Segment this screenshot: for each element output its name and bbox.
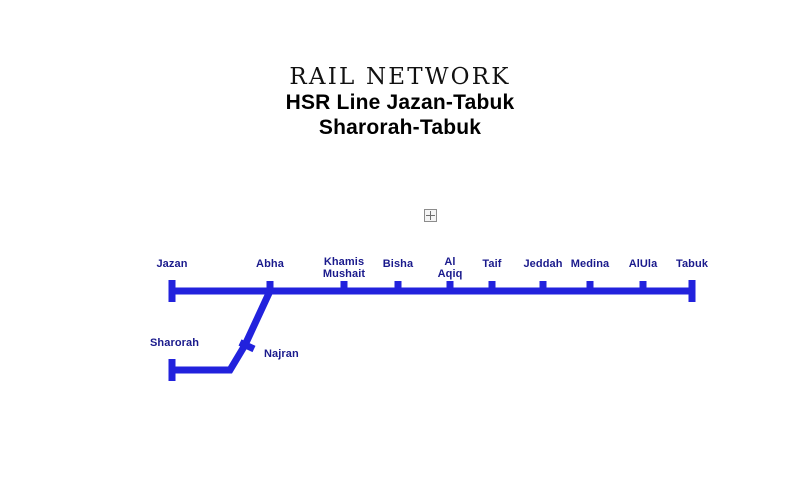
station-label-line: Aqiq (437, 268, 463, 280)
main-line-group (168, 280, 696, 302)
station-label-jeddah: Jeddah (523, 258, 562, 270)
station-marker-abha[interactable] (266, 281, 274, 295)
station-label-line: Mushait (322, 268, 366, 280)
station-label-line: Al (444, 256, 456, 268)
station-marker-al-aqiq[interactable] (446, 281, 454, 295)
station-marker-jazan[interactable] (168, 280, 176, 302)
station-label-line: Abha (256, 258, 284, 270)
station-label-abha: Abha (256, 258, 284, 270)
station-marker-najran[interactable] (238, 339, 256, 353)
station-label-line: Bisha (382, 258, 414, 270)
station-marker-jeddah[interactable] (539, 281, 547, 295)
station-label-medina: Medina (571, 258, 610, 270)
station-label-tabuk: Tabuk (676, 258, 708, 270)
page-subtitle-primary: HSR Line Jazan-Tabuk (285, 91, 515, 114)
station-label-jazan: Jazan (156, 258, 187, 270)
page-title: RAIL NETWORK (289, 64, 511, 90)
page-subtitle-secondary: Sharorah-Tabuk (318, 116, 482, 139)
branch-line-track (172, 289, 274, 374)
station-marker-alula[interactable] (639, 281, 647, 295)
station-label-line: Khamis (323, 256, 365, 268)
broken-image-placeholder-icon (424, 209, 437, 222)
station-label-line: AlUla (628, 258, 658, 270)
station-label-line: Tabuk (675, 258, 709, 270)
station-marker-taif[interactable] (488, 281, 496, 295)
station-label-sharorah: Sharorah (150, 337, 199, 349)
station-label-line: Jeddah (523, 258, 563, 270)
branch-line-group (168, 289, 274, 381)
title-block: RAIL NETWORK HSR Line Jazan-Tabuk Sharor… (0, 64, 800, 140)
station-marker-sharorah[interactable] (168, 359, 176, 381)
station-label-line: Medina (570, 258, 610, 270)
station-label-line: Taif (482, 258, 502, 270)
station-label-najran: Najran (264, 348, 299, 360)
station-label-alula: AlUla (629, 258, 658, 270)
station-label-taif: Taif (482, 258, 501, 270)
station-label-bisha: Bisha (383, 258, 413, 270)
station-label-line: Sharorah (150, 337, 200, 349)
station-marker-bisha[interactable] (394, 281, 402, 295)
station-label-line: Jazan (156, 258, 188, 270)
station-marker-tabuk[interactable] (688, 280, 696, 302)
station-marker-khamis-mushait[interactable] (340, 281, 348, 295)
station-label-line: Najran (264, 348, 299, 360)
station-marker-medina[interactable] (586, 281, 594, 295)
